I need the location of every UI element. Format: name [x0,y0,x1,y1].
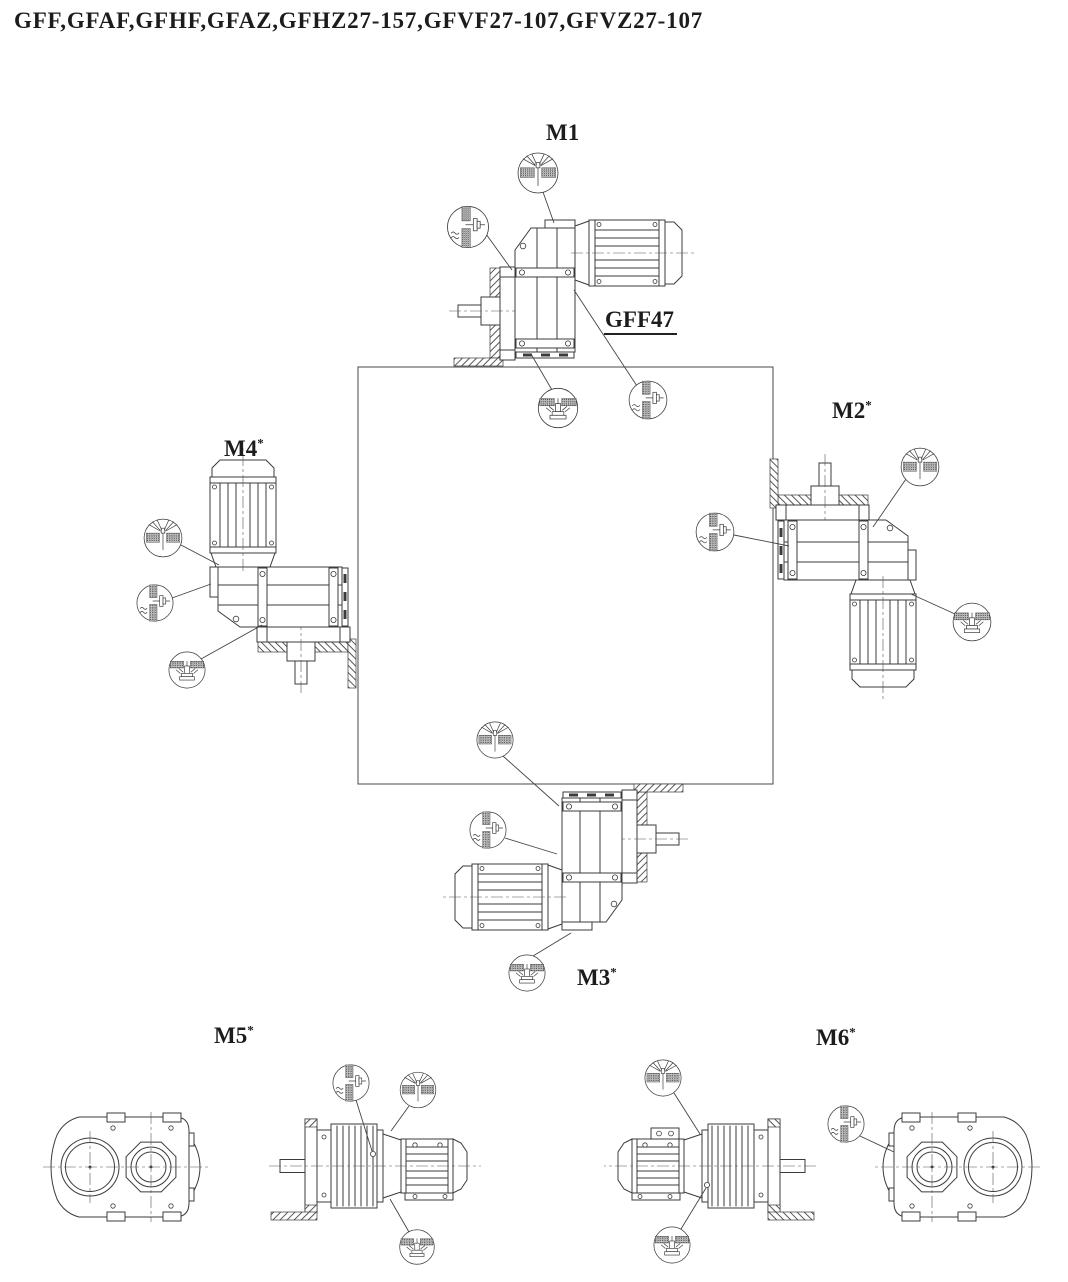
oil-level-plug-icon [628,380,668,420]
oil-drain-plug-icon [653,1226,691,1264]
label-m6: M6* [816,1024,856,1050]
label-m1-text: M1 [546,120,580,145]
oil-drain-plug-icon [508,954,546,992]
oil-level-plug-icon [469,811,507,849]
oil-drain-plug-icon [399,1229,435,1265]
unit-type-label: GFF47 [604,308,677,335]
orientation-reference-square [357,366,774,785]
breather-vent-plug-icon [476,721,514,759]
oil-level-plug-icon [332,1064,370,1102]
label-m1: M1 [546,121,579,144]
m5-plug-target [369,1151,376,1158]
breather-vent-plug-icon [143,518,183,558]
label-m4-text: M4 [224,436,258,461]
m6-terminal-bolt [668,1130,674,1137]
oil-level-plug-icon [447,206,489,248]
oil-drain-plug-icon [537,387,579,429]
label-m5-text: M5 [214,1023,248,1048]
page-title: GFF,GFAF,GFHF,GFAZ,GFHZ27-157,GFVF27-107… [14,8,704,33]
breather-vent-plug-icon [399,1071,437,1109]
label-m6-text: M6 [816,1025,850,1050]
breather-vent-plug-icon [517,152,559,194]
m6-plug-target [704,1182,711,1189]
m6-terminal-box [650,1127,680,1140]
breather-vent-plug-icon [900,447,940,487]
label-m4-star: * [257,435,264,451]
oil-level-plug-icon [136,584,174,622]
label-m3: M3* [577,964,617,990]
label-m3-text: M3 [577,965,611,990]
label-m4: M4* [224,435,264,461]
leader-lines [171,191,956,1233]
label-m5: M5* [214,1022,254,1048]
oil-drain-plug-icon [168,651,206,689]
breather-vent-plug-icon [644,1059,682,1097]
label-m2-star: * [865,397,872,413]
gear-unit-m6-front-view [873,1111,1041,1223]
label-m2-text: M2 [832,398,866,423]
gear-unit-m5-front-view [42,1111,210,1223]
label-m3-star: * [610,964,617,980]
label-m2: M2* [832,397,872,423]
m6-terminal-bolt [656,1130,662,1137]
label-m6-star: * [849,1024,856,1040]
oil-level-plug-icon [695,512,735,552]
oil-level-plug-icon [827,1105,865,1143]
label-m5-star: * [247,1022,254,1038]
oil-drain-plug-icon [952,602,992,642]
